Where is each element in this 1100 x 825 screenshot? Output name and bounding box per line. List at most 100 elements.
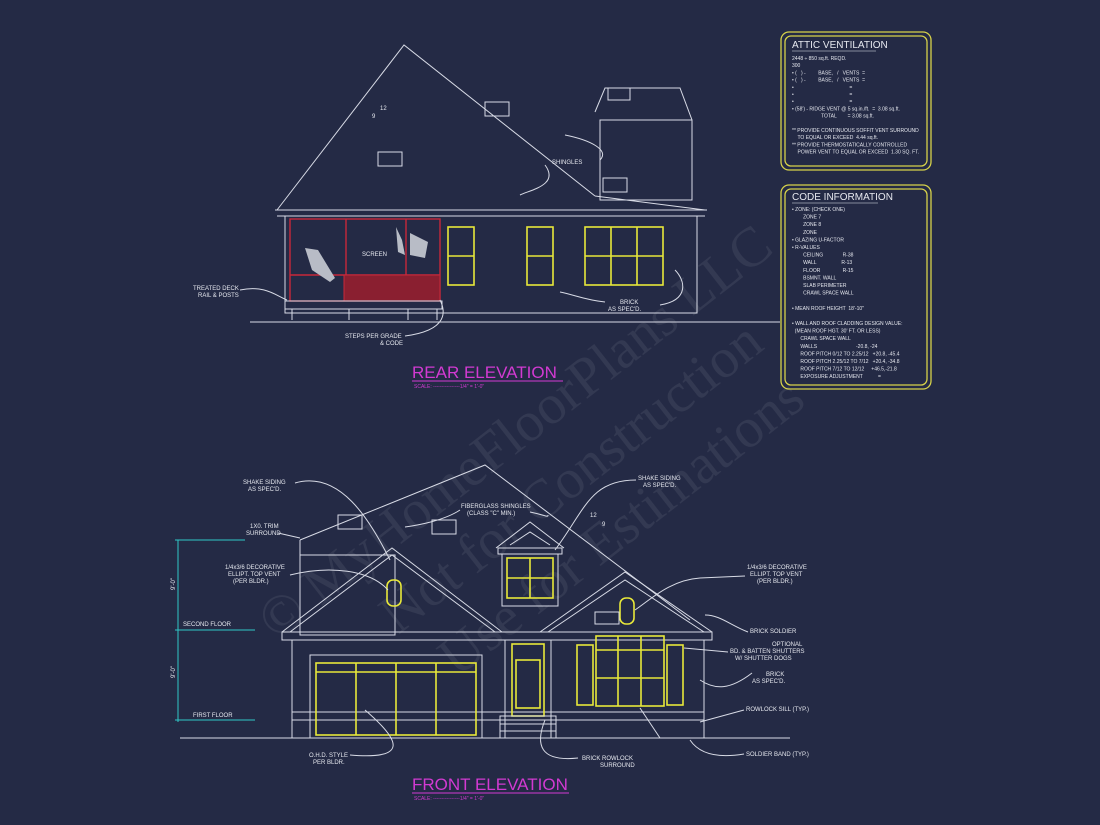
label-ohd-2: PER BLDR. [313,760,345,766]
label-screen: SCREEN [362,252,387,258]
label-trim: 1X0. TRIM [250,524,279,530]
dim-upper: 9'-0" [171,578,177,590]
front-window [595,635,665,707]
front-elevation: SECOND FLOOR FIRST FLOOR 9'-0" 9'-0" SHA… [171,464,809,802]
label-fiberglass-2: (CLASS "C" MIN.) [467,511,515,517]
brick-patches [337,514,620,625]
attic-line: 2448 ÷ 850 sq.ft. REQD. [792,56,846,62]
label-ohd-style: O.H.D. STYLE [309,753,348,759]
screened-porch [284,218,443,320]
label-soldier-band: SOLDIER BAND (TYP.) [746,752,809,758]
label-shake-siding-left: SHAKE SIDING [243,480,286,486]
attic-line: TOTAL = 3.08 sq.ft. [792,114,874,120]
label-vent-left: 1/4x3/6 DECORATIVE [225,565,285,571]
label-second-floor: SECOND FLOOR [183,622,232,628]
pitch-rise-front: 12 [590,513,597,519]
code-line: FLOOR R-15 [792,268,854,274]
left-elliptical-vent [386,579,402,607]
label-shake-siding-right: SHAKE SIDING [638,476,681,482]
label-steps-2: & CODE [380,341,403,347]
attic-line: ** PROVIDE CONTINUOUS SOFFIT VENT SURROU… [792,128,919,134]
pitch-run-front: 9 [602,522,606,528]
code-line: • R-VALUES [792,245,820,251]
code-line: ROOF PITCH 0/12 TO 2.25/12 +20.8, -45.4 [792,351,900,357]
label-brick-front-2: AS SPEC'D. [752,679,785,685]
garage-door [315,662,477,736]
rear-elevation: SHINGLES SCREEN TREATED DECK RAIL & POST… [193,44,780,390]
attic-line: TO EQUAL OR EXCEED 4.44 sq.ft. [792,135,878,141]
code-line: ZONE [792,230,818,236]
code-line: WALL R-13 [792,260,852,266]
code-title: CODE INFORMATION [792,192,893,203]
label-vent-right-2: ELLIPT. TOP VENT [750,572,803,578]
label-shutters: OPTIONAL [772,642,803,648]
rear-elevation-title: REAR ELEVATION [412,363,557,382]
label-brick-front: BRICK [766,672,784,678]
code-line: ROOF PITCH 7/12 TO 12/12 +46.5,-21.8 [792,367,897,373]
label-shutters-2: BD. & BATTEN SHUTTERS [730,649,805,655]
code-line: CRAWL SPACE WALL [792,336,851,342]
attic-line: • = [792,85,852,91]
soldier-band [291,711,705,721]
attic-line: • = [792,99,852,105]
label-deck-2: RAIL & POSTS [198,293,239,299]
attic-line: • ( ) - BASE, / VENTS = [792,78,865,84]
label-vent-left-2: ELLIPT. TOP VENT [228,572,281,578]
label-shutters-3: W/ SHUTTER DOGS [735,656,792,662]
attic-line: • = [792,92,852,98]
attic-title: ATTIC VENTILATION [792,40,888,51]
code-line: SLAB PERIMETER [792,283,847,289]
label-vent-right-3: (PER BLDR.) [757,579,793,585]
attic-line: POWER VENT TO EQUAL OR EXCEED 1.30 SQ. F… [792,150,919,156]
rear-shake-siding [599,119,693,201]
right-shutter [666,644,684,706]
attic-line: 300 [792,63,801,69]
pitch-run: 9 [372,114,376,120]
dormer [495,521,565,607]
label-shingles: SHINGLES [552,160,582,166]
code-information-box: CODE INFORMATION • ZONE: (CHECK ONE) ZON… [780,184,932,390]
brick-patches [377,87,631,193]
front-elevation-title: FRONT ELEVATION [412,775,568,794]
left-shake-siding [299,554,396,636]
code-line: (MEAN ROOF HGT. 30' FT. OR LESS) [792,329,881,335]
label-brick-soldier: BRICK SOLDIER [750,629,797,635]
label-fiberglass-shingles: FIBERGLASS SHINGLES [461,504,531,510]
code-line: EXPOSURE ADJUSTMENT = [792,374,881,380]
attic-ventilation-box: ATTIC VENTILATION 2448 ÷ 850 sq.ft. REQD… [780,31,932,171]
floor-dimensions: SECOND FLOOR FIRST FLOOR 9'-0" 9'-0" [171,539,255,722]
label-shake-right-2: AS SPEC'D. [643,483,676,489]
left-shutter [576,644,594,706]
front-steps [499,715,557,739]
code-line: • ZONE: (CHECK ONE) [792,207,845,213]
code-line: ZONE 8 [792,222,821,228]
attic-line: • (58') - RIDGE VENT @ 5 sq.in./ft. = 3.… [792,106,900,112]
label-rowlock-sill: ROWLOCK SILL (TYP.) [746,707,809,713]
label-steps: STEPS PER GRADE [345,334,402,340]
code-line: • WALL AND ROOF CLADDING DESIGN VALUE: [792,321,902,327]
label-brick: BRICK [620,300,638,306]
front-scale: SCALE: ----------------1/4" = 1'-0" [414,796,484,802]
code-line: CEILING R-38 [792,253,854,259]
label-trim-2: SURROUND [246,531,281,537]
attic-line: • ( ) - BASE, / VENTS = [792,70,865,76]
label-surround-2: SURROUND [600,763,635,769]
label-deck: TREATED DECK [193,286,239,292]
label-first-floor: FIRST FLOOR [193,713,233,719]
code-line: CRAWL SPACE WALL [792,291,854,297]
right-elliptical-vent [619,597,635,625]
code-line: • GLAZING U-FACTOR [792,237,844,243]
label-vent-right: 1/4x3/6 DECORATIVE [747,565,807,571]
attic-line: ** PROVIDE THERMOSTATICALLY CONTROLLED [792,142,908,148]
label-brick-rowlock-surround: BRICK ROWLOCK [582,756,633,762]
label-vent-left-3: (PER BLDR.) [233,579,269,585]
dim-lower: 9'-0" [171,666,177,678]
code-line: BSMNT. WALL [792,275,836,281]
label-brick-2: AS SPEC'D. [608,307,641,313]
code-line: • MEAN ROOF HEIGHT 18'-10" [792,306,864,312]
code-line: ROOF PITCH 2.25/12 TO 7/12 +20.4, -34.8 [792,359,900,365]
code-line: WALLS -20.8, -24 [792,344,878,350]
pitch-rise: 12 [380,106,387,112]
label-shake-left-2: AS SPEC'D. [248,487,281,493]
